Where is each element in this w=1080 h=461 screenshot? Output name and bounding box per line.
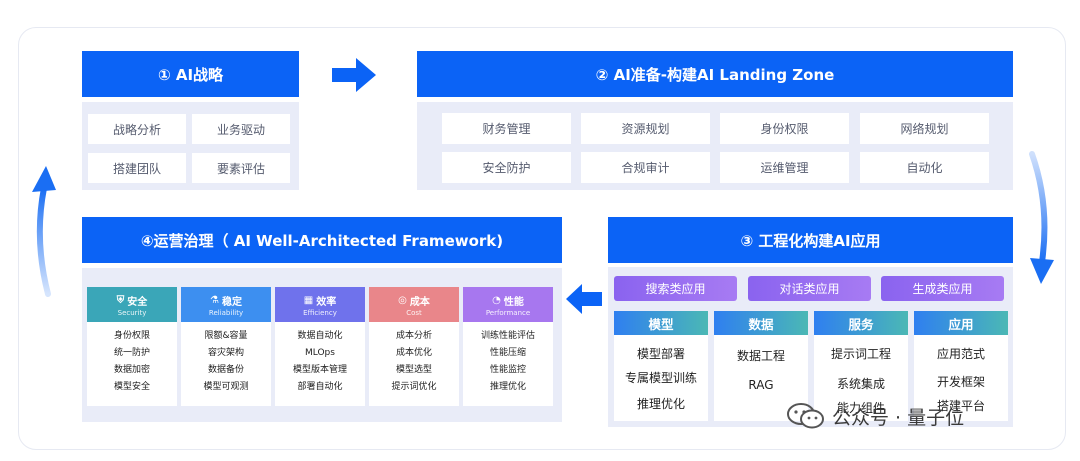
pillar-name: 安全 bbox=[127, 296, 148, 308]
pillar-performance: ◔性能 Performance 训练性能评估 性能压缩 性能监控 推理优化 bbox=[463, 287, 553, 406]
pillar-item: 模型可观测 bbox=[203, 382, 249, 392]
curved-arrow-down-icon bbox=[1029, 151, 1054, 284]
stage2-item: 自动化 bbox=[860, 152, 989, 183]
coin-icon: ◎ bbox=[398, 294, 407, 306]
pillar-cost: ◎成本 Cost 成本分析 成本优化 模型选型 提示词优化 bbox=[369, 287, 459, 406]
pillar-item: 数据自动化 bbox=[297, 331, 343, 341]
stage2-item: 财务管理 bbox=[442, 113, 571, 144]
column-item: 推理优化 bbox=[636, 397, 685, 411]
pillar-item: 模型版本管理 bbox=[292, 365, 347, 375]
column-model-body: 模型部署 专属模型训练 推理优化 bbox=[614, 335, 708, 421]
column-item: 开发框架 bbox=[936, 375, 985, 389]
stage2-panel: 财务管理 资源规划 身份权限 网络规划 安全防护 合规审计 运维管理 自动化 bbox=[417, 102, 1013, 190]
pillar-item: 模型选型 bbox=[395, 365, 432, 375]
pillar-header: ⚗稳定 Reliability bbox=[181, 287, 271, 322]
pillar-item: 容灾架构 bbox=[207, 348, 244, 358]
pillar-item: 数据加密 bbox=[113, 365, 150, 375]
column-model-head: 模型 bbox=[614, 311, 708, 335]
pillar-item: 身份权限 bbox=[113, 331, 150, 341]
pillar-item: 限额&容量 bbox=[204, 331, 248, 341]
stage3-title: ③ 工程化构建AI应用 bbox=[608, 217, 1013, 263]
shield-icon: ⛨ bbox=[116, 294, 125, 306]
app-chat-pill: 对话类应用 bbox=[748, 276, 871, 301]
stage1-item: 业务驱动 bbox=[192, 114, 290, 144]
pillar-item: 模型安全 bbox=[113, 382, 150, 392]
pillar-item: 提示词优化 bbox=[391, 382, 437, 392]
grid-icon: ▦ bbox=[303, 294, 314, 306]
stage1-item: 搭建团队 bbox=[88, 153, 186, 183]
stage2-item: 合规审计 bbox=[581, 152, 710, 183]
pillar-item: 成本优化 bbox=[395, 348, 432, 358]
gauge-icon: ◔ bbox=[492, 294, 501, 306]
stage2-item: 身份权限 bbox=[720, 113, 849, 144]
pillar-reliability: ⚗稳定 Reliability 限额&容量 容灾架构 数据备份 模型可观测 bbox=[181, 287, 271, 406]
column-service-head: 服务 bbox=[814, 311, 908, 335]
pillar-item: 性能监控 bbox=[489, 365, 526, 375]
stage1-item: 战略分析 bbox=[88, 114, 186, 144]
pillar-en: Security bbox=[117, 308, 147, 317]
pillar-header: ▦效率 Efficiency bbox=[275, 287, 365, 322]
pillar-en: Cost bbox=[406, 308, 422, 317]
column-item: 提示词工程 bbox=[830, 347, 891, 361]
stage2-item: 运维管理 bbox=[720, 152, 849, 183]
pillar-name: 稳定 bbox=[221, 296, 242, 308]
column-data-head: 数据 bbox=[714, 311, 808, 335]
app-generate-pill: 生成类应用 bbox=[881, 276, 1004, 301]
column-item: 能力组件 bbox=[836, 401, 885, 415]
stage2-title: ② AI准备-构建AI Landing Zone bbox=[417, 51, 1013, 97]
curved-arrow-up-icon bbox=[32, 166, 56, 297]
stage2-item: 资源规划 bbox=[581, 113, 710, 144]
pillar-item: 部署自动化 bbox=[297, 382, 343, 392]
column-item: 专属模型训练 bbox=[624, 371, 697, 385]
pillar-item: 成本分析 bbox=[395, 331, 432, 341]
stage1-title: ① AI战略 bbox=[82, 51, 299, 97]
pillar-header: ◔性能 Performance bbox=[463, 287, 553, 322]
pillar-efficiency: ▦效率 Efficiency 数据自动化 MLOps 模型版本管理 部署自动化 bbox=[275, 287, 365, 406]
arrow-left-icon bbox=[566, 284, 602, 314]
app-search-pill: 搜索类应用 bbox=[614, 276, 737, 301]
pillar-security: ⛨安全 Security 身份权限 统一防护 数据加密 模型安全 bbox=[87, 287, 177, 406]
stage2-item: 网络规划 bbox=[860, 113, 989, 144]
column-service-body: 提示词工程 系统集成 能力组件 bbox=[814, 335, 908, 421]
arrow-right-icon bbox=[332, 58, 376, 92]
column-app-head: 应用 bbox=[914, 311, 1008, 335]
pillar-en: Reliability bbox=[208, 308, 244, 317]
stage4-title: ④运营治理（ AI Well-Architected Framework) bbox=[82, 217, 562, 263]
stage1-panel: 战略分析 业务驱动 搭建团队 要素评估 bbox=[82, 102, 299, 190]
column-item: 应用范式 bbox=[936, 347, 985, 361]
column-item: 数据工程 bbox=[736, 349, 785, 363]
pillar-item: 性能压缩 bbox=[489, 348, 526, 358]
pillar-en: Efficiency bbox=[303, 308, 337, 317]
pillar-header: ◎成本 Cost bbox=[369, 287, 459, 322]
pillar-header: ⛨安全 Security bbox=[87, 287, 177, 322]
pillar-name: 性能 bbox=[503, 296, 524, 308]
wechat-icon bbox=[787, 403, 824, 429]
pillar-name: 成本 bbox=[409, 296, 430, 308]
column-item: 模型部署 bbox=[636, 347, 685, 361]
column-item: 搭建平台 bbox=[936, 399, 985, 413]
pillar-item: 统一防护 bbox=[113, 348, 150, 358]
pillar-name: 效率 bbox=[316, 296, 337, 308]
flask-icon: ⚗ bbox=[210, 294, 219, 306]
watermark-text: 公众号 · 量子位 bbox=[832, 406, 965, 429]
stage1-item: 要素评估 bbox=[192, 153, 290, 183]
pillar-en: Performance bbox=[485, 308, 531, 317]
column-item: RAG bbox=[748, 378, 774, 392]
column-app-body: 应用范式 开发框架 搭建平台 bbox=[914, 335, 1008, 421]
watermark: 公众号 · 量子位 bbox=[786, 402, 964, 430]
pillar-item: 推理优化 bbox=[489, 382, 526, 392]
stage2-item: 安全防护 bbox=[442, 152, 571, 183]
pillar-item: 数据备份 bbox=[207, 365, 244, 375]
pillar-item: MLOps bbox=[305, 348, 335, 358]
column-item: 系统集成 bbox=[836, 377, 885, 391]
pillar-item: 训练性能评估 bbox=[480, 331, 535, 341]
